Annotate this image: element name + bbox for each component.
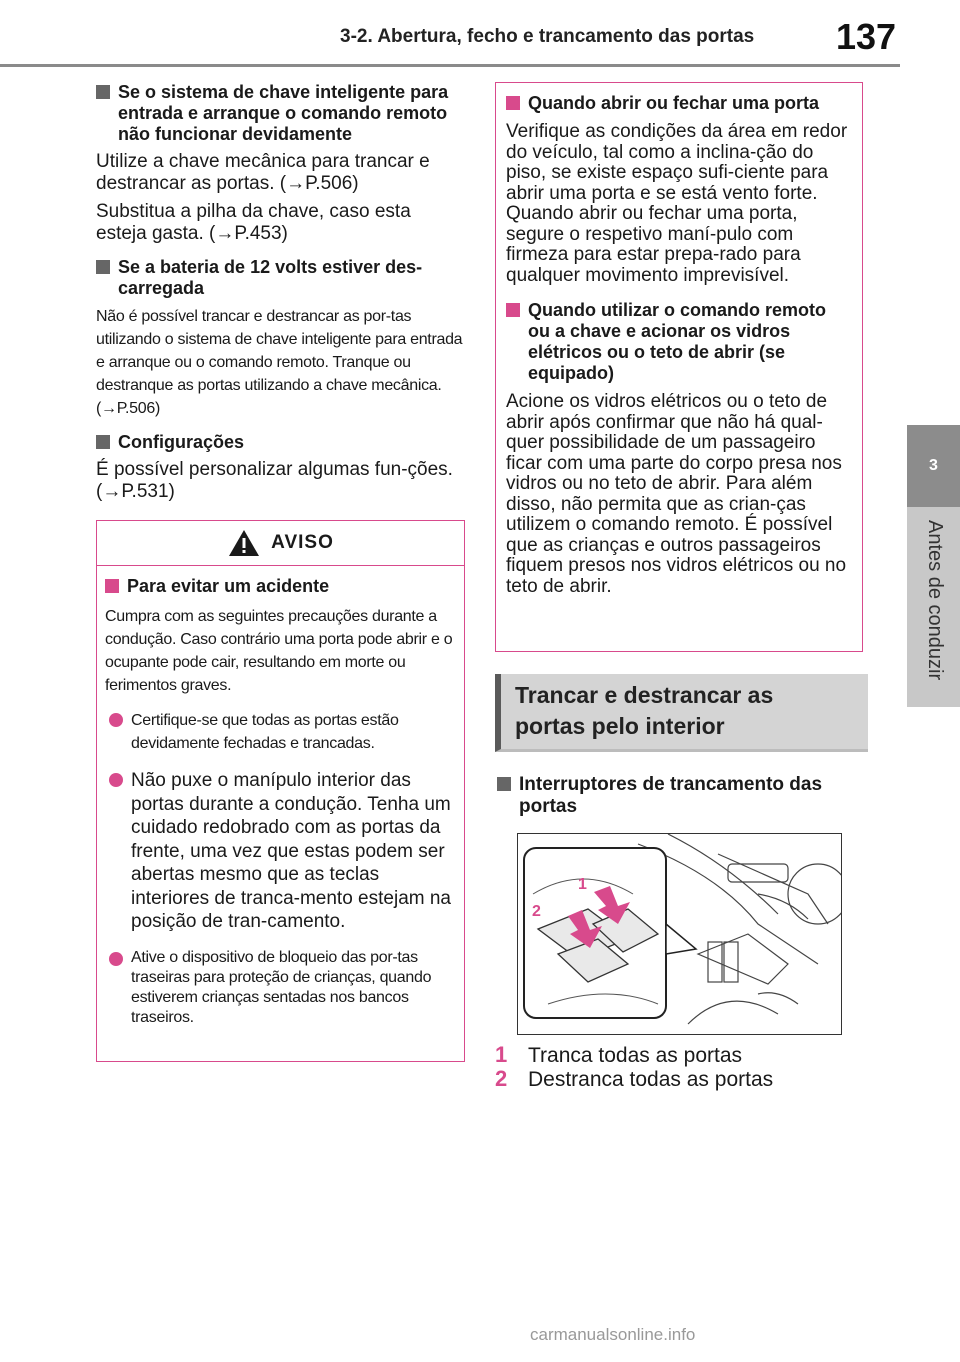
chapter-number-tab[interactable]: 3: [907, 425, 960, 507]
banner-line: Trancar e destrancar as: [515, 682, 774, 708]
switches-section: Interruptores de trancamento das portas: [497, 774, 857, 818]
banner-line: portas pelo interior: [515, 713, 725, 739]
chapter-title-tab[interactable]: Antes de conduzir: [924, 520, 946, 681]
door-lock-switch-illustration: 1 2: [517, 833, 842, 1035]
callout-1: 1: [578, 876, 587, 893]
header-rule: [0, 64, 900, 67]
section-heading-settings: Configurações: [96, 432, 464, 453]
info-heading-doors: Quando abrir ou fechar uma porta: [506, 93, 852, 114]
paragraph: Substitua a pilha da chave, caso esta es…: [96, 201, 411, 244]
paragraph: Verifique as condições da área em redor …: [506, 121, 848, 286]
square-bullet-icon: [506, 303, 520, 317]
square-bullet-icon: [96, 260, 110, 274]
warning-box: AVISO Para evitar um acidente Cumpra com…: [96, 520, 465, 1062]
page-number: 137: [836, 16, 897, 57]
left-column: Se o sistema de chave inteligente para e…: [96, 82, 464, 503]
warning-bullet: Ative o dispositivo de bloqueio das por-…: [105, 948, 456, 1028]
paragraph: Não é possível trancar e destrancar as p…: [96, 308, 463, 417]
paragraph: Acione os vidros elétricos ou o teto de …: [506, 391, 847, 597]
paragraph: É possível personalizar algumas fun-ções…: [96, 459, 453, 502]
warning-intro: Cumpra com as seguintes precauções duran…: [105, 608, 453, 694]
section-heading-battery: Se a bateria de 12 volts estiver des-car…: [96, 257, 464, 299]
footer-watermark[interactable]: carmanualsonline.info: [530, 1325, 696, 1344]
square-bullet-icon: [506, 96, 520, 110]
warning-title: AVISO: [271, 532, 334, 553]
info-heading-remote: Quando utilizar o comando remoto ou a ch…: [506, 300, 852, 384]
callout-2: 2: [532, 903, 541, 920]
door-panel-drawing: 1 2: [523, 834, 841, 1025]
section-banner: Trancar e destrancar as portas pelo inte…: [495, 674, 868, 752]
bullet-dot-icon: [109, 713, 123, 727]
square-bullet-icon: [96, 435, 110, 449]
warning-bullet: Não puxe o manípulo interior das portas …: [105, 769, 456, 934]
warning-triangle-icon: [229, 530, 260, 556]
switches-heading: Interruptores de trancamento das portas: [497, 774, 857, 818]
warning-header: AVISO: [97, 521, 464, 566]
bullet-dot-icon: [109, 773, 123, 787]
square-bullet-icon: [497, 777, 511, 791]
square-bullet-icon: [96, 85, 110, 99]
chapter-tab-background: [907, 507, 960, 707]
warning-heading: Para evitar um acidente: [105, 576, 456, 597]
paragraph: Utilize a chave mecânica para trancar e …: [96, 151, 430, 194]
warning-bullet: Certifique-se que todas as portas estão …: [105, 709, 456, 755]
bullet-dot-icon: [109, 951, 123, 966]
square-bullet-icon: [105, 579, 119, 593]
info-box: Quando abrir ou fechar uma porta Verifiq…: [495, 82, 863, 652]
section-title: 3-2. Abertura, fecho e trancamento das p…: [340, 26, 755, 47]
section-heading-smart-key: Se o sistema de chave inteligente para e…: [96, 82, 464, 145]
